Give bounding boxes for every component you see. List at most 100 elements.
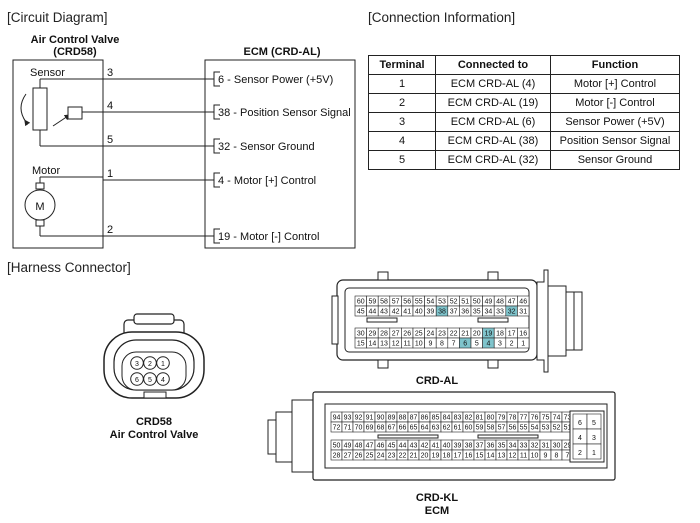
svg-text:35: 35 bbox=[498, 443, 506, 450]
svg-text:80: 80 bbox=[487, 415, 495, 422]
crd-al-pin: 11 bbox=[401, 337, 414, 349]
crd-al-pin: 5 bbox=[470, 337, 483, 349]
svg-text:32: 32 bbox=[508, 309, 516, 316]
svg-text:9: 9 bbox=[544, 453, 548, 460]
svg-text:66: 66 bbox=[399, 425, 407, 432]
crd-al-pin: 57 bbox=[389, 295, 402, 307]
crd-kl-pin: 22 bbox=[396, 449, 409, 461]
svg-text:59: 59 bbox=[476, 425, 484, 432]
svg-text:32: 32 bbox=[531, 443, 539, 450]
crd-kl-pin: 69 bbox=[363, 421, 376, 433]
crd-al-pin: 39 bbox=[424, 305, 437, 317]
crd-kl-pin: 13 bbox=[495, 449, 508, 461]
svg-text:20: 20 bbox=[421, 453, 429, 460]
crd-al-pin: 18 bbox=[493, 327, 507, 339]
crd-al-pin: 51 bbox=[459, 295, 472, 307]
svg-text:43: 43 bbox=[410, 443, 418, 450]
crd-kl-pin: 76 bbox=[528, 411, 541, 423]
crd-kl-pin: 71 bbox=[341, 421, 354, 433]
crd-kl-pin: 92 bbox=[352, 411, 365, 423]
valve-pin-4: 4 bbox=[107, 100, 113, 112]
svg-text:8: 8 bbox=[440, 341, 444, 348]
table-header-row: Terminal Connected to Function bbox=[368, 55, 680, 75]
crd-kl-pin: 65 bbox=[407, 421, 420, 433]
crd-kl-pin: 30 bbox=[550, 439, 563, 451]
crd-kl-pin: 43 bbox=[407, 439, 420, 451]
crd-kl-pin: 38 bbox=[462, 439, 475, 451]
crd-al-pin: 48 bbox=[493, 295, 507, 307]
crd-al-pin: 27 bbox=[389, 327, 402, 339]
crd-al-pin: 49 bbox=[482, 295, 495, 307]
crd-kl-pin: 87 bbox=[407, 411, 420, 423]
crd-kl-pin: 83 bbox=[451, 411, 464, 423]
svg-text:58: 58 bbox=[380, 299, 388, 306]
svg-text:47: 47 bbox=[508, 299, 516, 306]
crd-kl-pin: 86 bbox=[418, 411, 431, 423]
crd-kl-pin: 88 bbox=[396, 411, 409, 423]
svg-text:45: 45 bbox=[388, 443, 396, 450]
crd-al-pin: 56 bbox=[401, 295, 414, 307]
sensor-label: Sensor bbox=[30, 67, 65, 79]
svg-text:19: 19 bbox=[485, 331, 493, 338]
svg-text:18: 18 bbox=[443, 453, 451, 460]
crd-kl-pin: 9 bbox=[539, 449, 552, 461]
crd58-pin-5: 5 bbox=[143, 372, 157, 386]
crd-al-pin: 13 bbox=[377, 337, 391, 349]
crd-kl-pin: 93 bbox=[341, 411, 354, 423]
crd-kl-pin: 81 bbox=[473, 411, 486, 423]
crd-kl-pin: 62 bbox=[440, 421, 453, 433]
svg-text:55: 55 bbox=[415, 299, 423, 306]
crd-al-pin: 24 bbox=[424, 327, 437, 339]
svg-text:75: 75 bbox=[542, 415, 550, 422]
crd-kl-pin: 45 bbox=[385, 439, 398, 451]
crd58-description: Air Control Valve bbox=[110, 429, 199, 441]
crd58-pin-1: 1 bbox=[156, 356, 170, 370]
crd-kl-pin: 11 bbox=[517, 449, 530, 461]
crd-al-pin: 2 bbox=[505, 337, 518, 349]
svg-text:12: 12 bbox=[509, 453, 517, 460]
crd-kl-pin: 42 bbox=[418, 439, 431, 451]
svg-text:86: 86 bbox=[421, 415, 429, 422]
svg-text:30: 30 bbox=[357, 331, 365, 338]
crd-al-pin: 52 bbox=[447, 295, 460, 307]
svg-text:40: 40 bbox=[415, 309, 423, 316]
section-circuit-diagram: [Circuit Diagram] bbox=[7, 10, 108, 25]
crd-al-pin: 32 bbox=[505, 305, 518, 317]
svg-text:42: 42 bbox=[392, 309, 400, 316]
svg-text:38: 38 bbox=[438, 309, 446, 316]
crd-al-pin: 36 bbox=[459, 305, 472, 317]
crd-al-pin: 44 bbox=[366, 305, 379, 317]
svg-text:50: 50 bbox=[473, 299, 481, 306]
cell-terminal: 3 bbox=[368, 112, 436, 132]
svg-text:49: 49 bbox=[344, 443, 352, 450]
crd-al-pin: 16 bbox=[517, 327, 530, 339]
svg-text:29: 29 bbox=[369, 331, 377, 338]
svg-text:11: 11 bbox=[404, 341, 411, 348]
svg-text:17: 17 bbox=[508, 331, 516, 338]
cell-connected-to: ECM CRD-AL (32) bbox=[435, 150, 551, 170]
svg-text:9: 9 bbox=[428, 341, 432, 348]
svg-text:70: 70 bbox=[355, 425, 363, 432]
crd-al-pin: 47 bbox=[505, 295, 518, 307]
svg-text:10: 10 bbox=[415, 341, 423, 348]
crd-kl-pin: 10 bbox=[528, 449, 541, 461]
crd-kl-pin: 46 bbox=[374, 439, 387, 451]
crd-al-pin: 6 bbox=[459, 337, 472, 349]
svg-text:14: 14 bbox=[369, 341, 377, 348]
crd-al-pin: 12 bbox=[389, 337, 402, 349]
svg-text:87: 87 bbox=[410, 415, 418, 422]
crd-kl-pin: 82 bbox=[462, 411, 475, 423]
cell-connected-to: ECM CRD-AL (6) bbox=[435, 112, 551, 132]
svg-text:39: 39 bbox=[454, 443, 462, 450]
svg-text:45: 45 bbox=[357, 309, 365, 316]
cell-function: Motor [+] Control bbox=[550, 74, 680, 94]
crd-kl-pin: 55 bbox=[517, 421, 530, 433]
svg-text:1: 1 bbox=[521, 341, 525, 348]
cell-terminal: 2 bbox=[368, 93, 436, 113]
crd-al-name: CRD-AL bbox=[416, 375, 458, 387]
svg-text:53: 53 bbox=[542, 425, 550, 432]
svg-text:35: 35 bbox=[473, 309, 481, 316]
